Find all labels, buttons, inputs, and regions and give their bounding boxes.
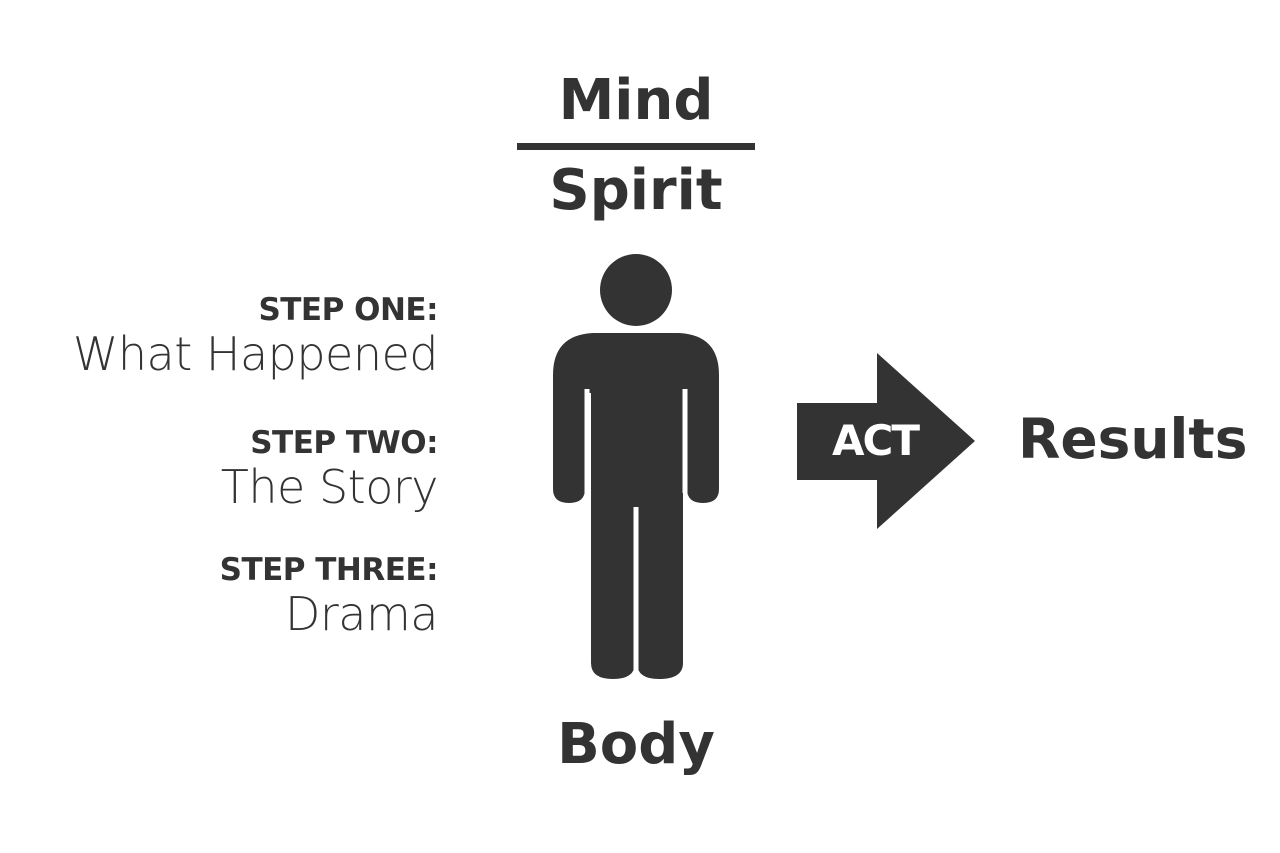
- step-one-value: What Happened: [72, 327, 439, 381]
- person-torso: [553, 333, 719, 679]
- step-three-heading: STEP THREE:: [219, 552, 439, 588]
- person-head: [600, 254, 672, 326]
- person-icon: [553, 254, 719, 683]
- step-three-value: Drama: [284, 587, 439, 641]
- mind-label: Mind: [558, 68, 714, 133]
- step-one-heading: STEP ONE:: [258, 292, 438, 328]
- act-label: ACT: [832, 416, 920, 465]
- arrow-right-icon: [797, 353, 975, 529]
- step-one: STEP ONE: What Happened: [72, 292, 439, 381]
- step-three: STEP THREE: Drama: [219, 552, 439, 641]
- spirit-label: Spirit: [549, 158, 723, 223]
- fraction-divider: [517, 143, 755, 150]
- step-two-value: The Story: [220, 460, 439, 514]
- results-label: Results: [1018, 407, 1248, 471]
- step-two: STEP TWO: The Story: [220, 425, 439, 514]
- body-label: Body: [557, 712, 715, 777]
- step-two-heading: STEP TWO:: [250, 425, 438, 461]
